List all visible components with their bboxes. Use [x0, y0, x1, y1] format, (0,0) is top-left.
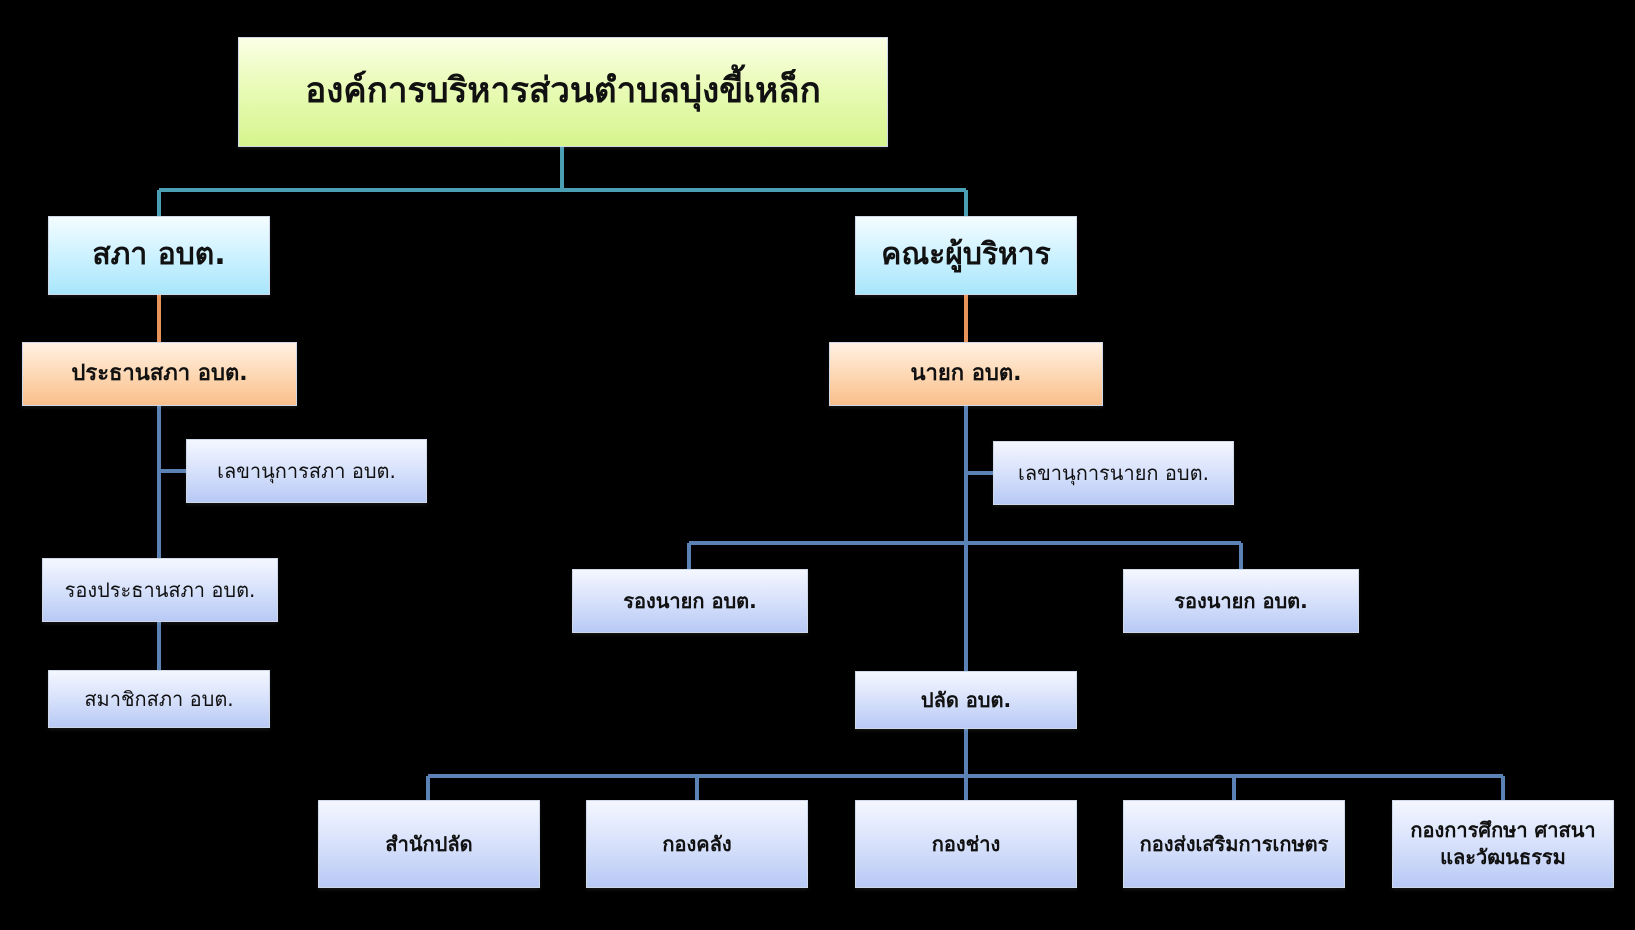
clerk-node: ปลัด อบต. — [855, 671, 1077, 729]
department-node: กองช่าง — [855, 800, 1077, 888]
council-vice-chairman-label: รองประธานสภา อบต. — [64, 577, 256, 602]
department-label: สำนักปลัด — [385, 831, 473, 856]
clerk-label: ปลัด อบต. — [920, 687, 1012, 712]
council-label: สภา อบต. — [92, 237, 226, 273]
department-node: กองการศึกษา ศาสนา และวัฒนธรรม — [1392, 800, 1614, 888]
department-label-line2: และวัฒนธรรม — [1440, 845, 1566, 869]
root-label: องค์การบริหารส่วนตำบลบุ่งขี้เหล็ก — [305, 71, 821, 112]
department-node: สำนักปลัด — [318, 800, 540, 888]
council-secretary-label: เลขานุการสภา อบต. — [217, 458, 396, 483]
council-members-node: สมาชิกสภา อบต. — [48, 670, 270, 728]
mayor-label: นายก อบต. — [910, 361, 1022, 387]
department-label: กองช่าง — [931, 831, 1001, 856]
department-label: กองส่งเสริมการเกษตร — [1139, 831, 1329, 856]
council-secretary-node: เลขานุการสภา อบต. — [186, 439, 427, 503]
executive-node: คณะผู้บริหาร — [855, 216, 1077, 295]
root-node: องค์การบริหารส่วนตำบลบุ่งขี้เหล็ก — [238, 37, 888, 147]
council-chairman-label: ประธานสภา อบต. — [71, 361, 248, 387]
deputy-mayor-right-label: รองนายก อบต. — [1174, 588, 1308, 613]
mayor-secretary-label: เลขานุการนายก อบต. — [1018, 460, 1209, 485]
department-label: กองการศึกษา ศาสนา — [1410, 818, 1596, 842]
department-node: กองคลัง — [586, 800, 808, 888]
department-node: กองส่งเสริมการเกษตร — [1123, 800, 1345, 888]
deputy-mayor-left-label: รองนายก อบต. — [623, 588, 757, 613]
department-label: กองคลัง — [662, 831, 732, 856]
council-chairman-node: ประธานสภา อบต. — [22, 342, 297, 406]
deputy-mayor-right-node: รองนายก อบต. — [1123, 569, 1359, 633]
executive-label: คณะผู้บริหาร — [881, 237, 1051, 273]
council-node: สภา อบต. — [48, 216, 270, 295]
council-vice-chairman-node: รองประธานสภา อบต. — [42, 558, 278, 622]
council-members-label: สมาชิกสภา อบต. — [84, 686, 234, 711]
mayor-secretary-node: เลขานุการนายก อบต. — [993, 441, 1234, 505]
deputy-mayor-left-node: รองนายก อบต. — [572, 569, 808, 633]
mayor-node: นายก อบต. — [829, 342, 1103, 406]
